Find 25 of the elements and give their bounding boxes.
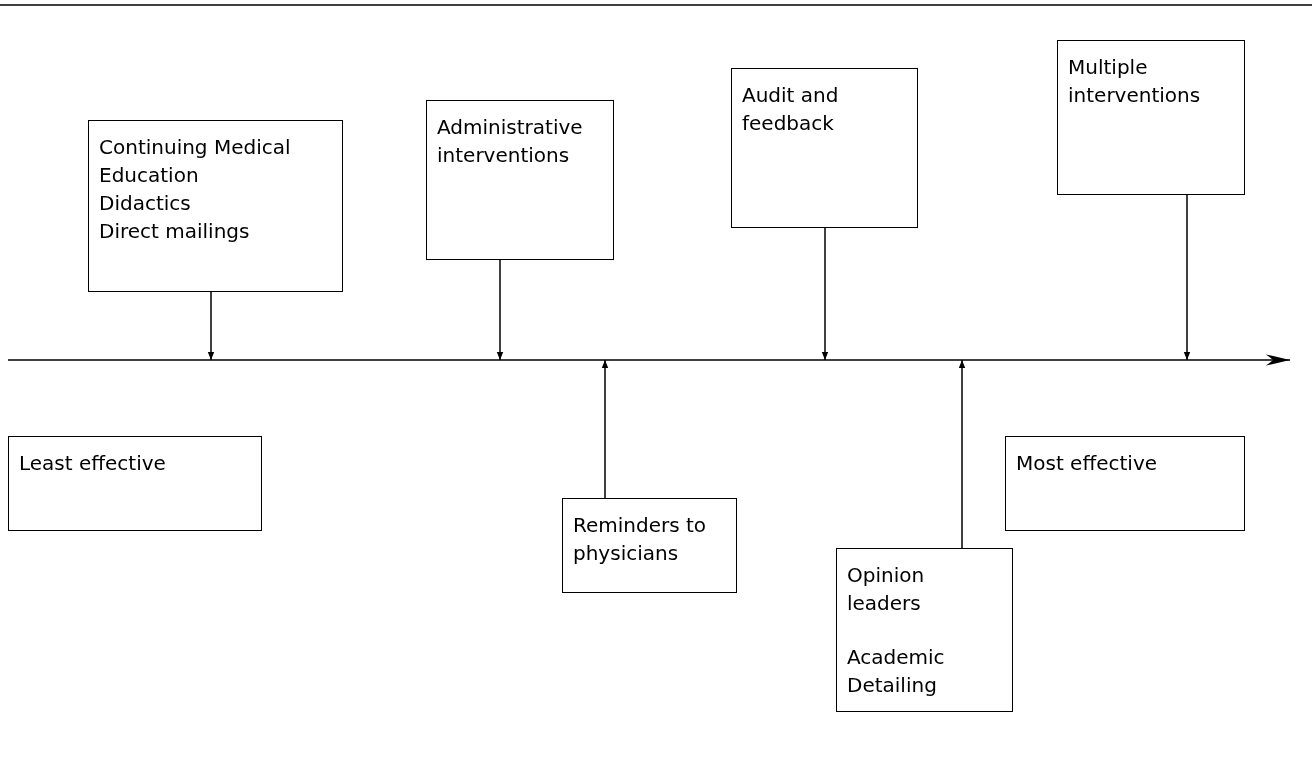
intervention-box	[88, 120, 343, 292]
box-text: Administrative interventions	[437, 114, 584, 169]
box-text: Direct mailings	[99, 218, 251, 245]
box-text: Didactics	[99, 190, 192, 217]
intervention-box	[731, 68, 918, 228]
arrow	[1183, 194, 1191, 361]
arrow	[821, 227, 829, 361]
box-text: Continuing Medical Education	[99, 134, 292, 189]
intervention-box	[1057, 40, 1245, 195]
intervention-box	[1005, 436, 1245, 531]
box-text: Opinion leaders	[847, 562, 926, 617]
box-text: Reminders to physicians	[573, 512, 708, 567]
intervention-box	[8, 436, 262, 531]
box-text: Multiple interventions	[1068, 54, 1202, 109]
box-text: Least effective	[19, 450, 167, 477]
intervention-box	[562, 498, 737, 593]
intervention-box	[836, 548, 1013, 712]
intervention-box	[426, 100, 614, 260]
arrow	[207, 291, 215, 361]
box-text: Audit and feedback	[742, 82, 840, 137]
box-text: Academic Detailing	[847, 644, 946, 699]
arrow	[958, 359, 966, 549]
arrow	[601, 359, 609, 499]
arrow	[496, 259, 504, 361]
box-text: Most effective	[1016, 450, 1159, 477]
